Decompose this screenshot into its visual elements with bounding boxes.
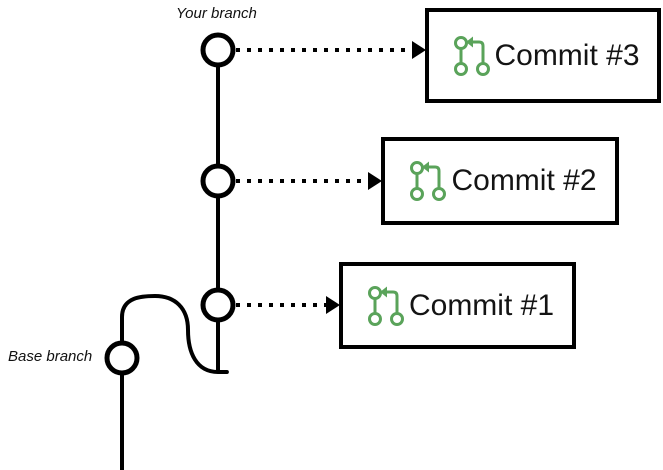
git-pull-request-icon — [368, 285, 404, 326]
connector-arrow-commit-3 — [236, 41, 426, 59]
commit-node-3-circle[interactable] — [200, 32, 236, 68]
commit-card-2[interactable]: Commit #2 — [381, 137, 619, 225]
commit-card-3-title: Commit #3 — [494, 38, 640, 72]
connector-arrow-commit-2-head — [368, 172, 382, 190]
connector-arrow-commit-2 — [236, 172, 382, 190]
connector-arrow-commit-3-head — [412, 41, 426, 59]
branch-curve-base-to-your-branch — [120, 293, 229, 374]
base-branch-label: Base branch — [8, 348, 93, 365]
your-branch-label: Your branch — [176, 5, 257, 22]
connector-arrow-commit-1-head — [326, 296, 340, 314]
commit-card-3[interactable]: Commit #3 — [425, 8, 661, 103]
base-branch-node-circle[interactable] — [104, 340, 140, 376]
commit-card-1[interactable]: Commit #1 — [339, 262, 576, 349]
git-pull-request-icon — [454, 35, 490, 76]
connector-arrow-commit-1 — [236, 296, 340, 314]
git-pull-request-icon — [410, 161, 446, 201]
commit-node-1-circle[interactable] — [200, 287, 236, 323]
commit-node-2-circle[interactable] — [200, 163, 236, 199]
commit-card-1-title: Commit #1 — [408, 288, 555, 322]
commit-card-2-title: Commit #2 — [451, 164, 597, 197]
